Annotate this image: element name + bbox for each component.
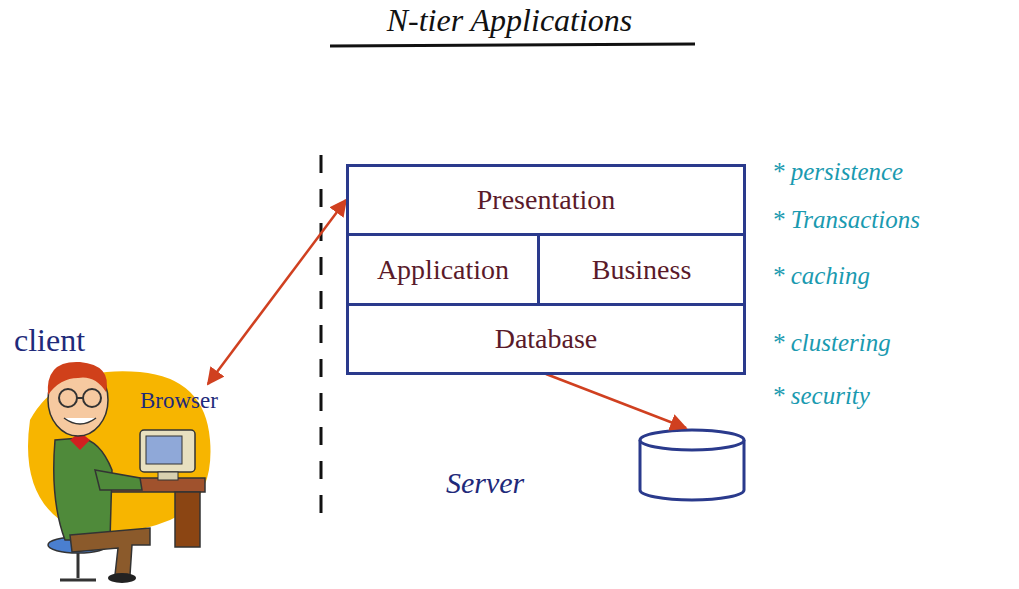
tier-divider	[320, 155, 323, 525]
business-tier: Business	[537, 233, 746, 306]
application-tier: Application	[346, 233, 540, 306]
feature-item: * persistence	[772, 158, 903, 186]
feature-item: * clustering	[772, 329, 891, 357]
presentation-tier: Presentation	[346, 164, 746, 236]
tier-label: Business	[592, 254, 692, 286]
request-arrow	[208, 200, 346, 384]
client-figure: clientBrowser	[8, 322, 258, 584]
tier-label: Database	[495, 323, 598, 355]
feature-item: * caching	[772, 262, 870, 290]
db-arrow	[546, 374, 686, 428]
feature-item: * Transactions	[772, 206, 920, 234]
feature-item: * security	[772, 382, 870, 410]
database-tier: Database	[346, 303, 746, 375]
client-label: client	[14, 322, 85, 359]
server-label: Server	[446, 466, 524, 500]
database-cylinder	[640, 430, 744, 500]
tier-label: Presentation	[477, 184, 615, 216]
diagram-title: N-tier Applications	[0, 2, 1019, 39]
browser-label: Browser	[140, 388, 218, 414]
title-underline	[330, 44, 695, 46]
tier-label: Application	[377, 254, 509, 286]
